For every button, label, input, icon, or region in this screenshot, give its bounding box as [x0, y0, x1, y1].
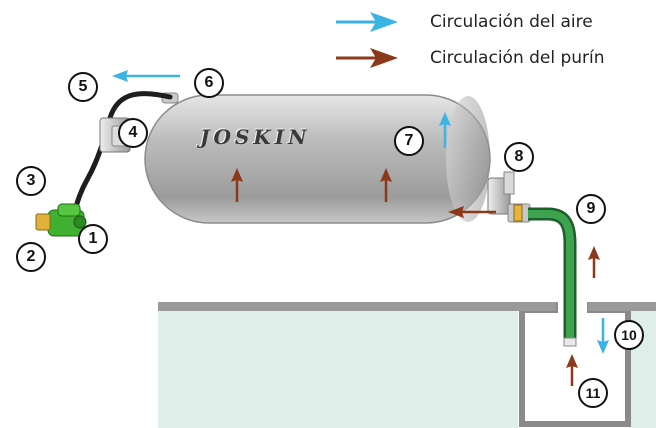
tank-end-cap — [446, 96, 490, 222]
slurry-arrow-tank-2 — [380, 168, 392, 202]
air-arrow-exhaust — [112, 70, 180, 82]
callout-6: 6 — [194, 68, 224, 98]
callout-9: 9 — [576, 194, 606, 224]
hose-nozzle — [563, 337, 577, 347]
callout-10: 10 — [614, 320, 644, 350]
slurry-arrow-inlet — [448, 206, 496, 218]
callout-3: 3 — [16, 166, 46, 196]
ground-slab — [158, 302, 556, 311]
callout-4: 4 — [118, 118, 148, 148]
tank-body — [144, 94, 491, 224]
slurry-arrow-hose-up — [588, 246, 600, 278]
ground-slab-right — [588, 302, 656, 311]
air-arrow-pit-down — [597, 318, 609, 354]
slurry-arrow-pit-up — [566, 354, 578, 386]
legend-air-label: Circulación del aire — [430, 12, 593, 32]
callout-1: 1 — [78, 224, 108, 254]
air-arrow-tank-up — [439, 112, 451, 148]
legend-slurry-label: Circulación del purín — [430, 48, 605, 68]
tank — [144, 92, 491, 224]
callout-8: 8 — [504, 142, 534, 172]
callout-11: 11 — [578, 378, 608, 408]
callout-2: 2 — [16, 242, 46, 272]
loading-valve — [487, 171, 531, 223]
ground — [158, 302, 656, 428]
legend-air-arrow — [336, 12, 398, 32]
slurry-arrow-tank-1 — [231, 168, 243, 202]
callout-5: 5 — [68, 72, 98, 102]
callout-7: 7 — [394, 126, 424, 156]
ground-fill-left — [158, 304, 518, 428]
legend-slurry-arrow — [336, 48, 398, 68]
tank-brand-logo: JOSKIN — [200, 125, 311, 149]
vacuum-pump — [35, 203, 87, 237]
